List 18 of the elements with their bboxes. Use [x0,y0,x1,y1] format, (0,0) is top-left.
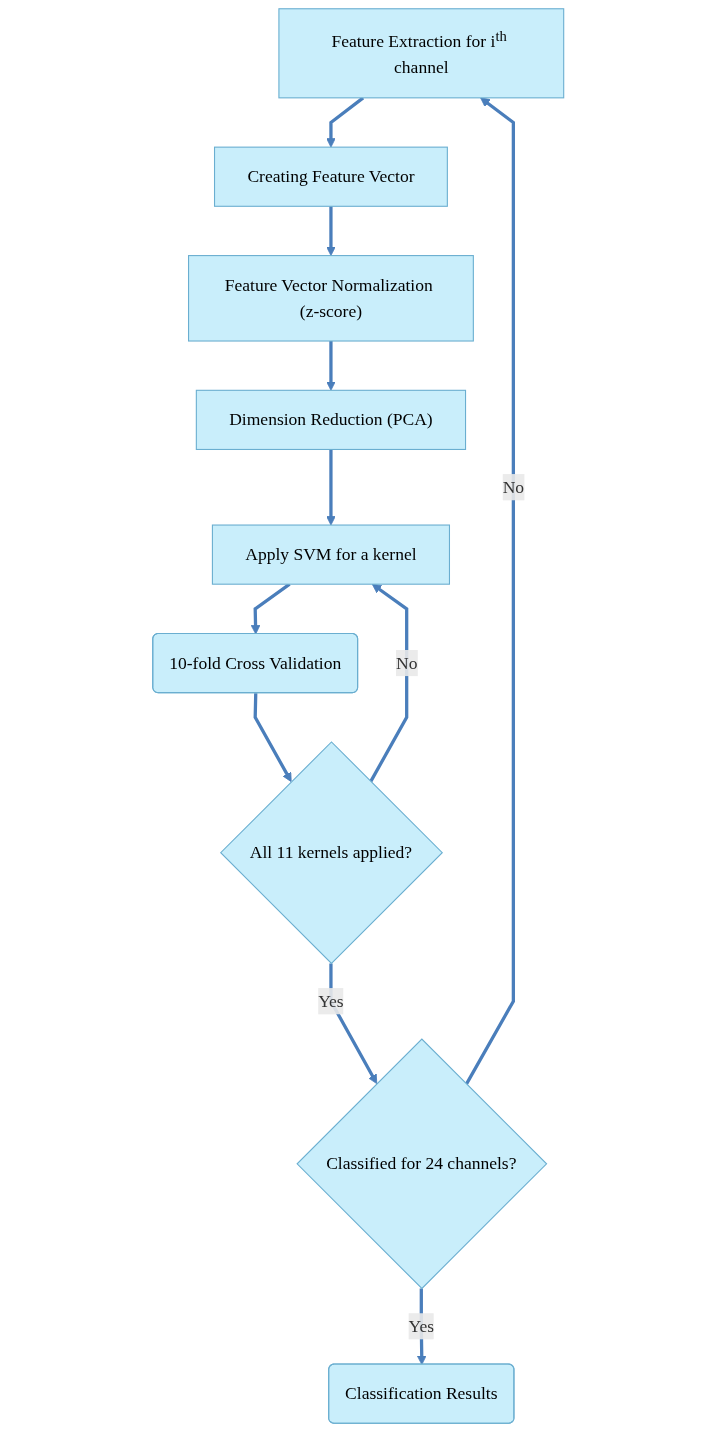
edge-label: Yes [408,1316,435,1336]
node-diamond: Classified for 24 channels? [296,1038,548,1290]
node-box: Dimension Reduction (PCA) [196,389,467,450]
edge-label: Yes [318,991,344,1011]
arrow [326,449,337,526]
node-box: Creating Feature Vector [214,146,449,207]
arrow [326,206,337,256]
node-box: Feature Extraction for i$^{th}$ channel [278,8,565,99]
edge-label: No [396,653,418,672]
arrow [465,97,516,1085]
arrow [326,96,365,148]
node-box: Feature Vector Normalization (z-score) [188,255,475,342]
node-diamond: All 11 kernels applied? [220,741,444,965]
arrow [369,583,409,783]
arrow [253,693,292,783]
arrow [326,341,337,391]
node-box: Apply SVM for a kernel [212,524,451,585]
edge-label: No [502,477,525,497]
